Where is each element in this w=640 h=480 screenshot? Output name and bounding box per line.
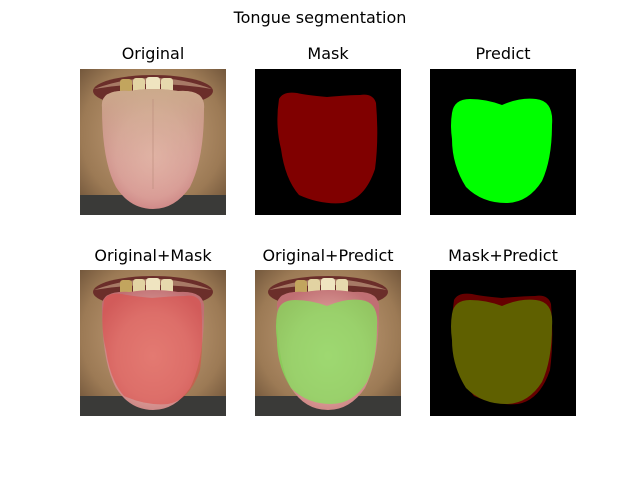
- panel-title-original: Original: [121, 44, 185, 63]
- original-image: [80, 69, 226, 215]
- panel-title-mask: Mask: [307, 44, 349, 63]
- predict-image: [430, 69, 576, 215]
- original-mask-overlay-image: [80, 270, 226, 416]
- panel-title-original-predict: Original+Predict: [262, 246, 394, 265]
- panel-title-predict: Predict: [475, 44, 531, 63]
- mask-image: [255, 69, 401, 215]
- original-predict-overlay-image: [255, 270, 401, 416]
- panel-title-mask-predict: Mask+Predict: [448, 246, 558, 265]
- mask-predict-overlay-image: [430, 270, 576, 416]
- figure-title: Tongue segmentation: [233, 8, 407, 27]
- panel-title-original-mask: Original+Mask: [94, 246, 212, 265]
